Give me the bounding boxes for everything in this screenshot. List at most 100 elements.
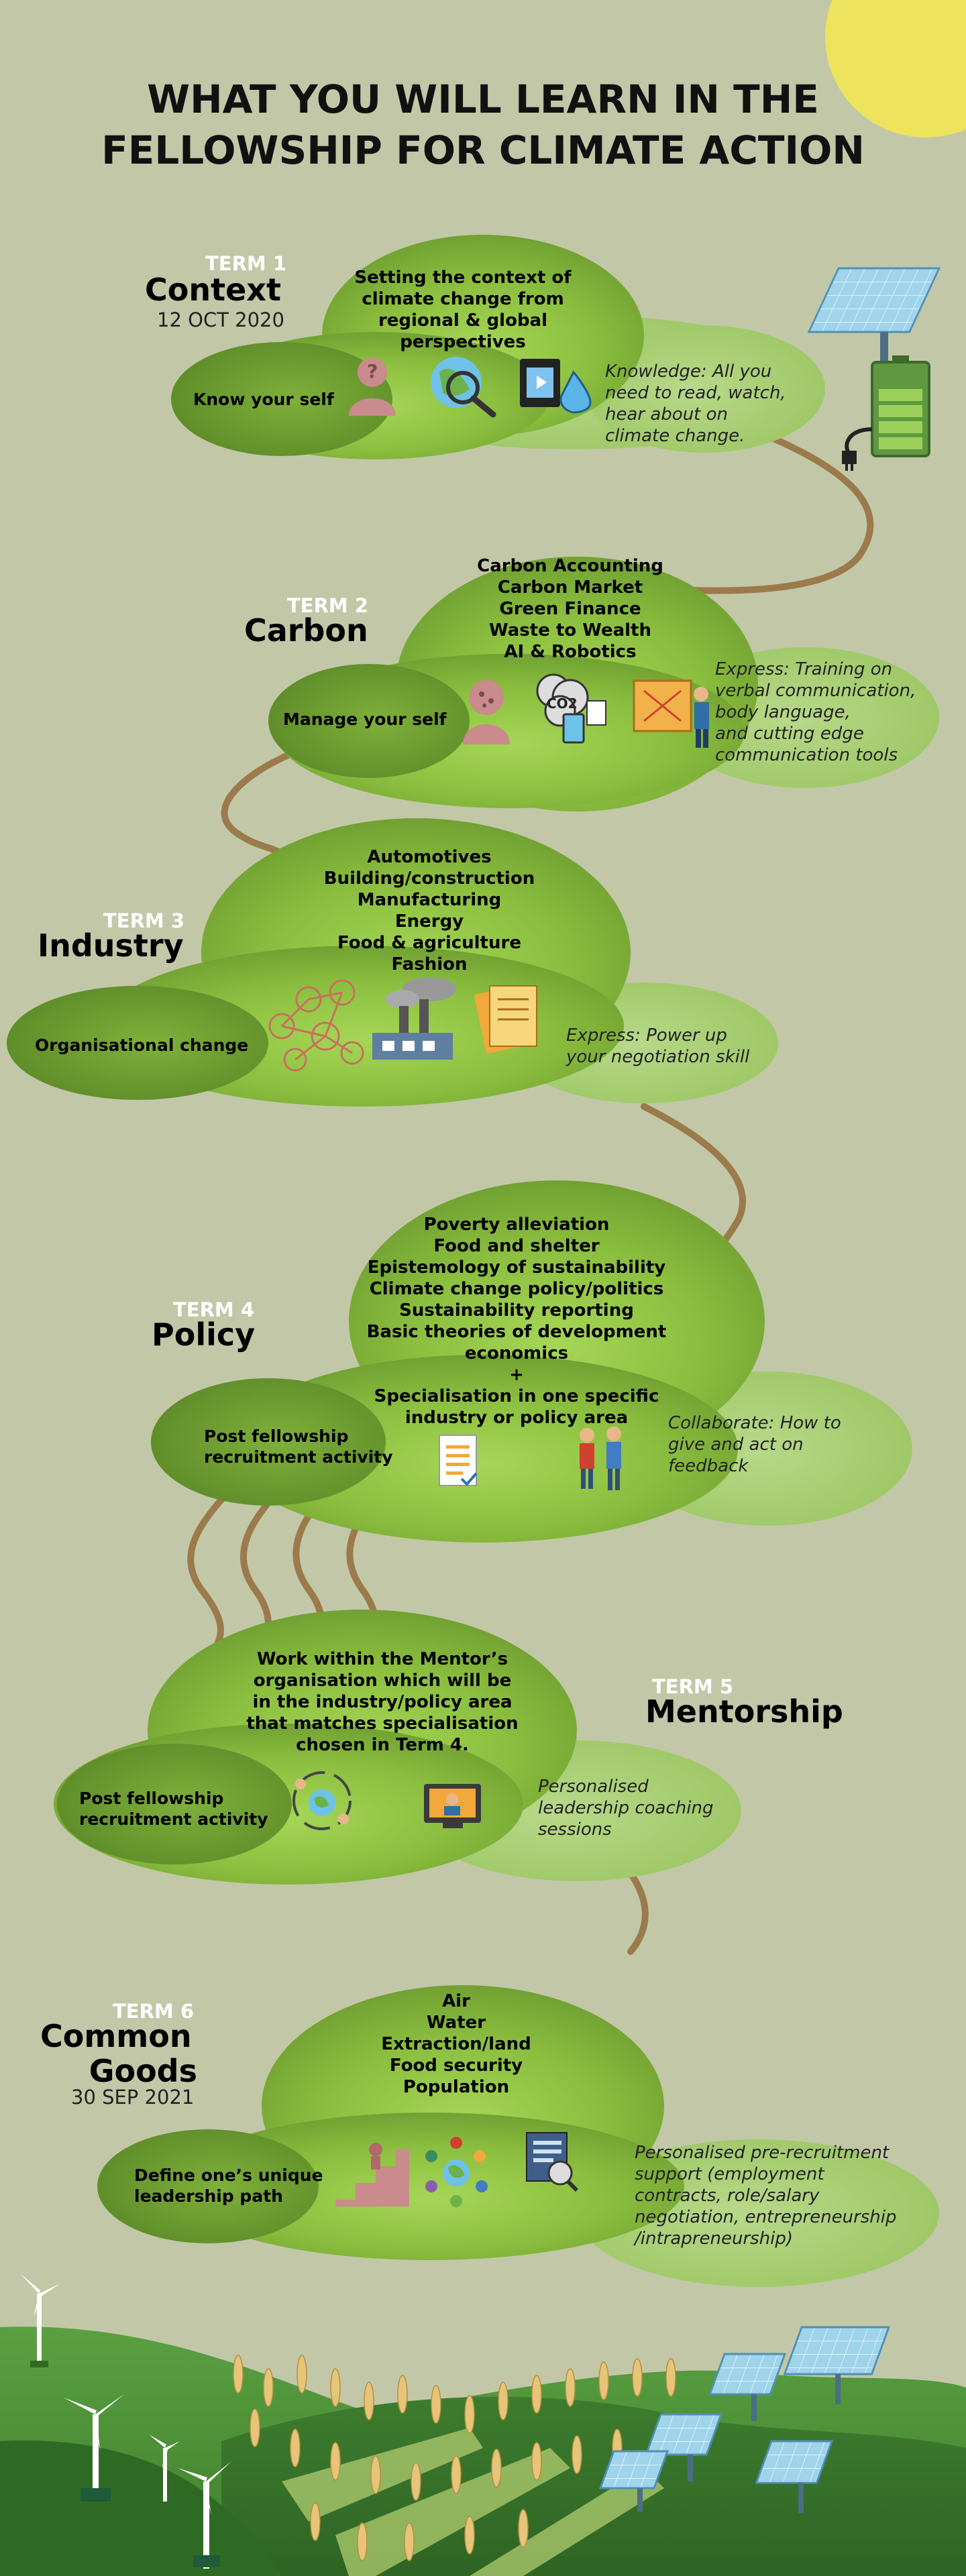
skill-line: Collaborate: How to (668, 1413, 841, 1433)
svg-text:?: ? (367, 360, 378, 382)
topic-line: that matches specialisation (246, 1714, 519, 1734)
self-line: Post fellowship (79, 1789, 224, 1808)
topic-line: Specialisation in one specific (374, 1386, 659, 1406)
skill-line: Personalised pre-recruitment (635, 2143, 890, 2163)
topic-line: Carbon Accounting (477, 556, 663, 576)
topic-line: Fashion (391, 954, 468, 974)
topic-line: Sustainability reporting (399, 1300, 634, 1321)
factory-icon (372, 977, 456, 1060)
topic-line: industry or policy area (405, 1408, 629, 1428)
person-network-icon (463, 680, 510, 744)
term-2-label: TERM 2 (287, 594, 369, 617)
skill-line: body language, (715, 702, 851, 722)
person-question-icon: ? (349, 357, 396, 416)
term-6-self: Define one’s unique leadership path (134, 2165, 323, 2206)
term-4-label: TERM 4 (173, 1298, 255, 1321)
term-4-topics: Poverty alleviation Food and shelter Epi… (362, 1214, 671, 1429)
topic-line: Food and shelter (433, 1236, 600, 1256)
topic-line: Green Finance (499, 599, 641, 619)
term-1-date: 12 OCT 2020 (157, 309, 284, 331)
svg-text:CO2: CO2 (547, 695, 578, 712)
term-3-label: TERM 3 (103, 909, 185, 932)
skill-line: Personalised (538, 1777, 649, 1797)
skill-line: communication tools (715, 745, 898, 765)
feedback-people-icon (580, 1426, 621, 1490)
topic-line: AI & Robotics (504, 642, 637, 662)
self-line: Define one’s unique (134, 2166, 323, 2185)
term-3-self: Organisational change (35, 1035, 248, 1056)
skill-line: need to read, watch, (605, 383, 786, 403)
term-1-label: TERM 1 (205, 252, 287, 275)
checklist-icon (439, 1435, 478, 1486)
skill-line: hear about on (605, 404, 729, 425)
skill-line: climate change. (605, 426, 745, 446)
online-coaching-icon (424, 1784, 481, 1828)
term-1-name: Context (145, 272, 281, 308)
term-2-skill: Express: Training on verbal communicatio… (715, 659, 916, 766)
term-4-name: Policy (152, 1317, 256, 1353)
self-line: Post fellowship (204, 1426, 349, 1446)
topic-line: Epistemology of sustainability (367, 1257, 666, 1278)
term-5-label: TERM 5 (652, 1675, 734, 1698)
topic-line: Setting the context of (354, 268, 572, 288)
topic-line: economics (464, 1343, 569, 1363)
term-5-name: Mentorship (645, 1693, 843, 1730)
skill-line: support (employment (635, 2164, 824, 2184)
skill-line: Express: Training on (715, 659, 893, 679)
career-steps-icon (335, 2143, 409, 2206)
topic-line: organisation which will be (253, 1671, 512, 1691)
sun (825, 0, 966, 137)
self-line: leadership path (134, 2186, 283, 2206)
term-3-skill: Express: Power up your negotiation skill (566, 1025, 749, 1068)
term-1-skill: Knowledge: All you need to read, watch, … (605, 361, 786, 447)
topic-line: Automotives (367, 847, 492, 867)
term-5-skill: Personalised leadership coaching session… (538, 1776, 713, 1840)
topic-line: Poverty alleviation (423, 1215, 610, 1235)
topic-line: Work within the Mentor’s (256, 1649, 508, 1669)
self-line: Manage your self (283, 710, 447, 729)
title-line-2: FELLOWSHIP FOR CLIMATE ACTION (101, 127, 865, 173)
topic-line: Population (402, 2077, 510, 2097)
term-2-name: Carbon (244, 612, 368, 649)
term-1-topics: Setting the context of climate change fr… (322, 267, 604, 353)
topic-line: Climate change policy/politics (369, 1279, 664, 1299)
self-line: Know your self (193, 390, 334, 409)
topic-line: Waste to Wealth (488, 620, 651, 640)
documents-icon (474, 985, 537, 1054)
term-4-clouds (151, 1180, 912, 1543)
self-line: Organisational change (35, 1035, 249, 1055)
topic-line: Food & agriculture (337, 933, 521, 953)
self-line: recruitment activity (204, 1447, 393, 1467)
solar-farm (598, 2326, 891, 2513)
skill-line: give and act on (668, 1435, 804, 1455)
term-6-name-line: Goods (89, 2053, 197, 2089)
topic-line: Air (442, 1991, 470, 2011)
topic-line: chosen in Term 4. (296, 1735, 469, 1755)
page-title: WHAT YOU WILL LEARN IN THE FELLOWSHIP FO… (0, 74, 966, 176)
skill-line: verbal communication, (715, 681, 916, 701)
topic-line: Extraction/land (381, 2034, 531, 2054)
wheat-field (233, 2355, 676, 2561)
mentoring-cycle-icon (292, 1771, 352, 1830)
topic-line: Building/construction (323, 869, 535, 889)
skill-line: feedback (668, 1456, 749, 1476)
topic-line: Basic theories of development (366, 1322, 667, 1342)
solar-battery-illustration (807, 267, 941, 471)
skill-line: negotiation, entrepreneurship (635, 2207, 897, 2227)
topic-line: Carbon Market (497, 577, 643, 598)
term-1-self: Know your self (193, 389, 334, 410)
topic-line: Food security (389, 2056, 523, 2076)
term-4-skill: Collaborate: How to give and act on feed… (668, 1412, 841, 1477)
term-6-skill: Personalised pre-recruitment support (em… (635, 2142, 897, 2249)
term-5-self: Post fellowship recruitment activity (79, 1788, 268, 1830)
globe-magnifier-icon (431, 357, 496, 418)
term-6-topics: Air Water Extraction/land Food security … (322, 1991, 590, 2098)
self-line: recruitment activity (79, 1809, 268, 1829)
wind-turbines (20, 2274, 231, 2569)
skill-line: contracts, role/salary (635, 2186, 820, 2206)
org-network-icon (268, 979, 364, 1072)
term-5-topics: Work within the Mentor’s organisation wh… (228, 1648, 537, 1756)
term-2-topics: Carbon Accounting Carbon Market Green Fi… (429, 555, 711, 663)
